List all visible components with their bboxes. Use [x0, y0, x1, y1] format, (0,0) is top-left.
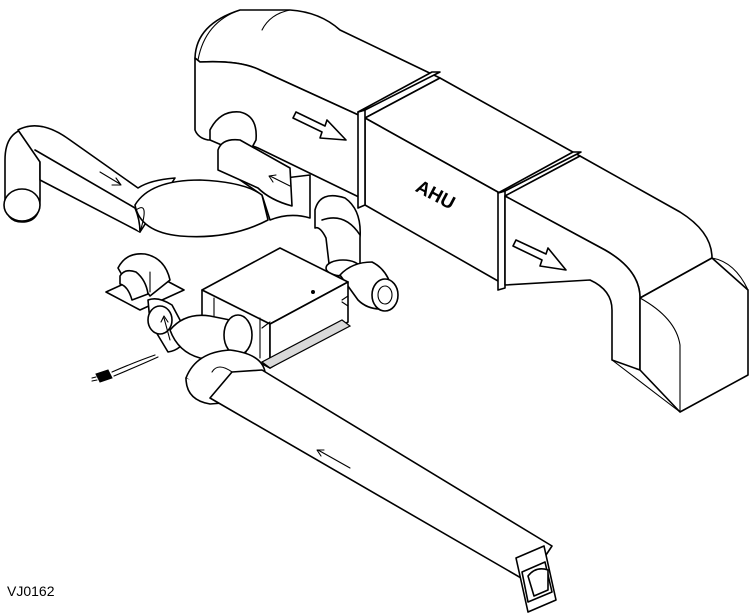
upper-duct-flow-arrow — [99, 171, 122, 186]
outdoor-duct-flow-arrow — [316, 449, 351, 469]
outdoor-wall-hood — [515, 545, 557, 613]
upper-return-flow-arrow — [268, 174, 291, 187]
figure-id: VJ0162 — [7, 583, 55, 599]
intake-flow-arrow — [160, 315, 171, 341]
exhaust-outlet-stub — [339, 261, 399, 312]
return-riser-duct — [314, 194, 362, 277]
ahu-duct — [194, 9, 749, 413]
power-cord — [91, 354, 159, 383]
ahu-airflow-arrow-out — [512, 239, 567, 271]
upper-supply-duct — [3, 111, 311, 238]
outdoor-air-duct — [185, 349, 553, 583]
unit-to-intake-duct — [169, 314, 253, 360]
ahu-airflow-arrow-in — [292, 111, 347, 141]
